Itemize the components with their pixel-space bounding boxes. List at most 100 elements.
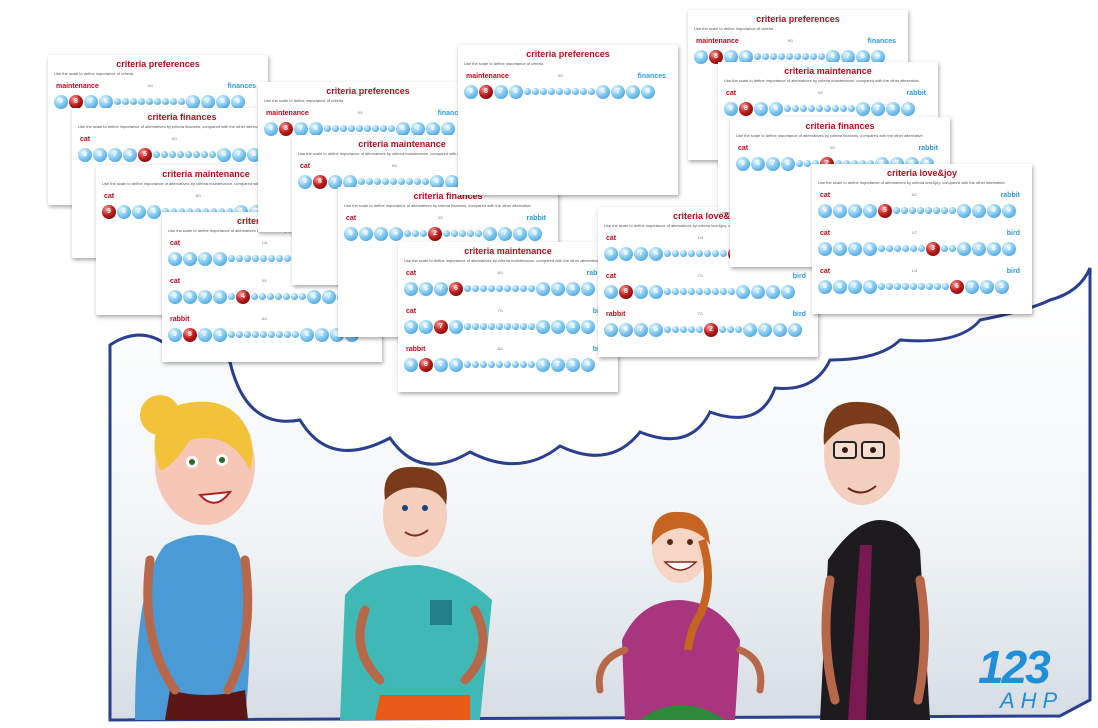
- scale-ball[interactable]: 6: [736, 284, 750, 299]
- scale-ball[interactable]: 2: [364, 125, 371, 133]
- scale-ball[interactable]: 4: [532, 88, 539, 96]
- scale-ball[interactable]: 8: [426, 121, 440, 136]
- scale-ball[interactable]: 2: [259, 293, 266, 301]
- scale-ball[interactable]: 8: [183, 289, 197, 304]
- scale-ball[interactable]: 9: [168, 251, 182, 266]
- scale-ball[interactable]: 3: [406, 178, 413, 186]
- scale-ball[interactable]: 9: [818, 241, 832, 256]
- scale-ball[interactable]: 5: [949, 245, 956, 253]
- scale-ball[interactable]: 2: [688, 288, 695, 296]
- scale-ball[interactable]: 7: [201, 94, 215, 109]
- scale-ball[interactable]: 4: [727, 326, 734, 334]
- scale-ball[interactable]: 4: [792, 105, 799, 113]
- scale-ball[interactable]: 2: [169, 151, 176, 159]
- scale-ball[interactable]: 9: [168, 327, 182, 342]
- scale-ball[interactable]: 2: [808, 105, 815, 113]
- scale-ball[interactable]: 7: [198, 251, 212, 266]
- scale-ball[interactable]: 2: [202, 208, 209, 216]
- scale-ball[interactable]: 8: [987, 203, 1001, 218]
- scale-ball[interactable]: 7: [972, 241, 986, 256]
- scale-ball[interactable]: 2: [704, 322, 718, 337]
- scale-ball[interactable]: 5: [228, 293, 235, 301]
- scale-ball[interactable]: 1: [910, 283, 917, 291]
- scale-ball[interactable]: 1: [146, 98, 153, 106]
- scale-ball[interactable]: 3: [283, 293, 290, 301]
- scale-ball[interactable]: 7: [751, 284, 765, 299]
- scale-ball[interactable]: 6: [123, 147, 137, 162]
- scale-ball[interactable]: 4: [153, 151, 160, 159]
- scale-ball[interactable]: 5: [728, 288, 735, 296]
- scale-ball[interactable]: 5: [464, 361, 471, 369]
- scale-ball[interactable]: 6: [186, 94, 200, 109]
- scale-ball[interactable]: 3: [459, 230, 466, 238]
- scale-ball[interactable]: 7: [551, 319, 565, 334]
- scale-ball[interactable]: 4: [810, 53, 817, 61]
- scale-ball[interactable]: 1: [496, 323, 503, 331]
- scale-ball[interactable]: 4: [284, 255, 291, 263]
- scale-ball[interactable]: 3: [161, 151, 168, 159]
- scale-ball[interactable]: 9: [581, 319, 595, 334]
- scale-ball[interactable]: 5: [878, 203, 892, 218]
- scale-ball[interactable]: 7: [848, 203, 862, 218]
- scale-ball[interactable]: 4: [472, 323, 479, 331]
- scale-ball[interactable]: 8: [626, 84, 640, 99]
- scale-ball[interactable]: 8: [93, 147, 107, 162]
- scale-ball[interactable]: 6: [596, 84, 610, 99]
- scale-ball[interactable]: 8: [419, 357, 433, 372]
- scale-ball[interactable]: 5: [664, 250, 671, 258]
- scale-ball[interactable]: 9: [102, 204, 116, 219]
- scale-ball[interactable]: 2: [185, 151, 192, 159]
- scale-ball[interactable]: 2: [268, 255, 275, 263]
- scale-ball[interactable]: 7: [634, 322, 648, 337]
- scale-ball[interactable]: 5: [404, 230, 411, 238]
- scale-ball[interactable]: 8: [566, 281, 580, 296]
- scale-ball[interactable]: 6: [430, 174, 444, 189]
- scale-ball[interactable]: 3: [680, 288, 687, 296]
- scale-ball[interactable]: 6: [483, 226, 497, 241]
- scale-ball[interactable]: 2: [504, 361, 511, 369]
- scale-ball[interactable]: 8: [247, 147, 261, 162]
- scale-ball[interactable]: 8: [886, 101, 900, 116]
- scale-ball[interactable]: 6: [957, 203, 971, 218]
- scale-ball[interactable]: 4: [934, 283, 941, 291]
- scale-ball[interactable]: 5: [324, 125, 331, 133]
- scale-ball[interactable]: 7: [108, 147, 122, 162]
- scale-ball[interactable]: 2: [548, 88, 555, 96]
- scale-ball[interactable]: 2: [252, 331, 259, 339]
- scale-ball[interactable]: 7: [848, 279, 862, 294]
- scale-ball[interactable]: 1: [786, 53, 793, 61]
- scale-ball[interactable]: 3: [480, 323, 487, 331]
- scale-ball[interactable]: 6: [389, 226, 403, 241]
- scale-ball[interactable]: 2: [504, 285, 511, 293]
- scale-ball[interactable]: 7: [551, 357, 565, 372]
- scale-ball[interactable]: 4: [941, 245, 948, 253]
- scale-ball[interactable]: 7: [634, 246, 648, 261]
- scale-ball[interactable]: 3: [251, 293, 258, 301]
- scale-ball[interactable]: 6: [781, 156, 795, 171]
- scale-ball[interactable]: 8: [359, 226, 373, 241]
- scale-ball[interactable]: 6: [213, 289, 227, 304]
- scale-ball[interactable]: 6: [449, 319, 463, 334]
- scale-ball[interactable]: 4: [520, 361, 527, 369]
- scale-ball[interactable]: 2: [843, 160, 850, 168]
- scale-ball[interactable]: 4: [236, 255, 243, 263]
- scale-ball[interactable]: 4: [236, 331, 243, 339]
- scale-ball[interactable]: 8: [833, 279, 847, 294]
- scale-ball[interactable]: 3: [680, 326, 687, 334]
- scale-ball[interactable]: 2: [778, 53, 785, 61]
- scale-ball[interactable]: 5: [735, 326, 742, 334]
- scale-ball[interactable]: 7: [294, 121, 308, 136]
- scale-ball[interactable]: 4: [520, 323, 527, 331]
- scale-ball[interactable]: 5: [138, 147, 152, 162]
- scale-ball[interactable]: 7: [498, 226, 512, 241]
- scale-ball[interactable]: 1: [356, 125, 363, 133]
- scale-ball[interactable]: 6: [863, 279, 877, 294]
- scale-ball[interactable]: 1: [260, 255, 267, 263]
- scale-ball[interactable]: 6: [856, 101, 870, 116]
- scale-ball[interactable]: 6: [217, 147, 231, 162]
- scale-ball[interactable]: 3: [800, 105, 807, 113]
- scale-ball[interactable]: 2: [252, 255, 259, 263]
- scale-ball[interactable]: 1: [267, 293, 274, 301]
- scale-ball[interactable]: 9: [788, 322, 802, 337]
- scale-ball[interactable]: 6: [649, 284, 663, 299]
